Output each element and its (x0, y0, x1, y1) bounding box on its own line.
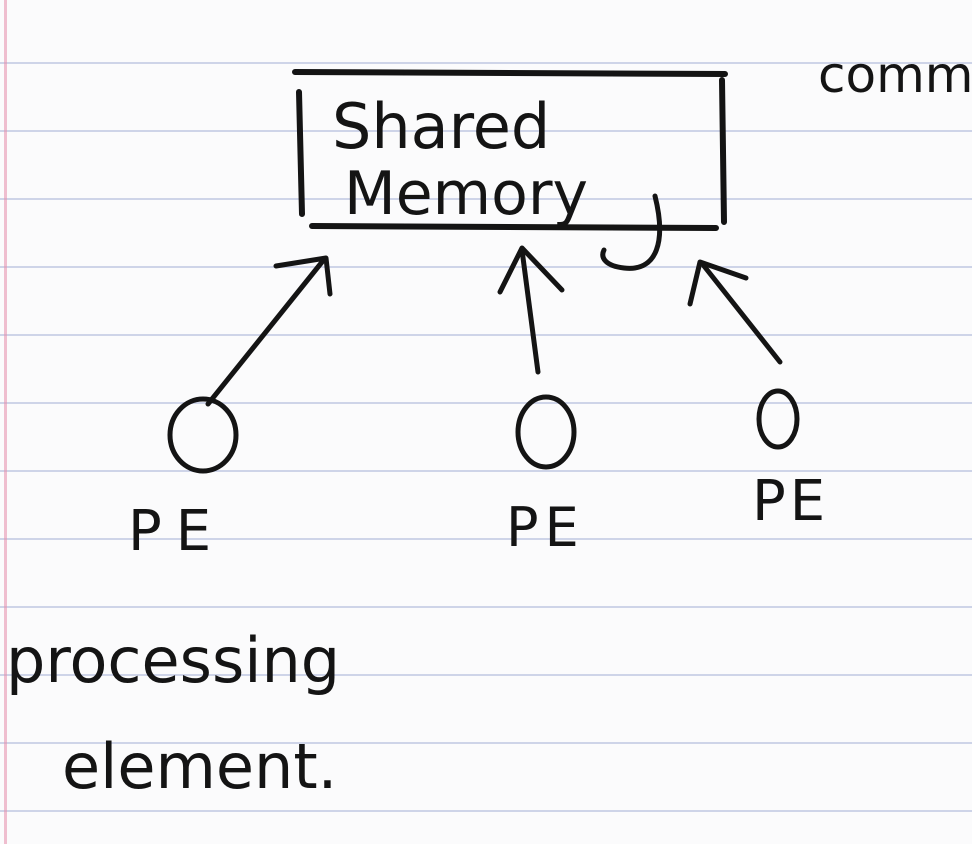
header-text: comm (818, 46, 972, 104)
pe-node-2 (515, 394, 577, 470)
arrow-head (497, 245, 565, 295)
arrow-head (273, 255, 333, 297)
arrow-pe2-to-memory (497, 245, 565, 375)
pe-label-1: PE (128, 499, 225, 564)
pe-node-3 (756, 388, 800, 450)
arrow-shaft (205, 259, 325, 407)
shared-memory-box: Shared Memory (292, 69, 728, 271)
box-right-edge (719, 77, 727, 225)
arrow-shaft (519, 247, 541, 375)
pe-label-3: PE (752, 469, 829, 534)
letter-y-tail (600, 193, 663, 271)
box-bottom-edge (309, 223, 719, 231)
box-top-edge (292, 69, 728, 77)
pe-label-2: PE (506, 496, 585, 559)
arrow-pe1-to-memory (205, 255, 333, 407)
memory-label-line2: Memory (344, 159, 588, 229)
footnote-line2: element. (62, 730, 337, 803)
margin-line (4, 0, 7, 844)
arrow-head (687, 259, 749, 307)
memory-label-line1: Shared (332, 90, 550, 163)
footnote-line1: processing (6, 624, 340, 697)
arrow-shaft (701, 263, 783, 365)
arrow-pe3-to-memory (687, 259, 783, 365)
box-left-edge (296, 89, 305, 217)
pe-node-1 (167, 396, 239, 474)
